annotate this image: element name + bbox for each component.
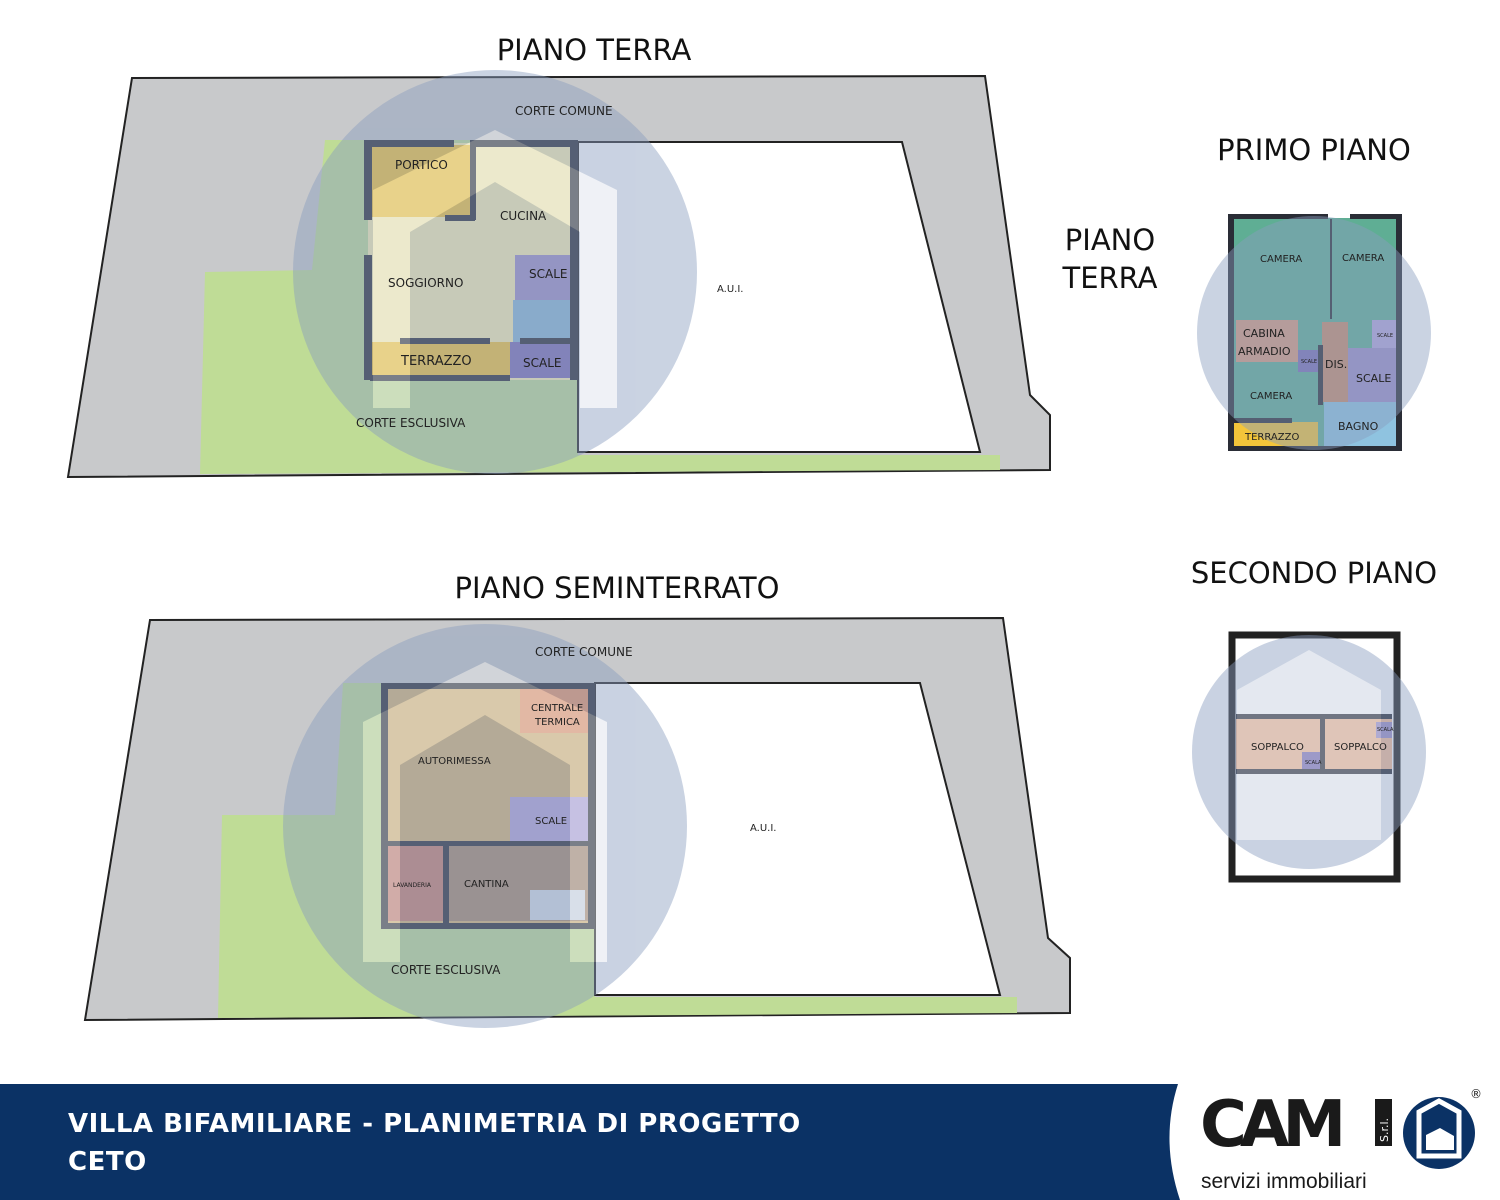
label-scale: SCALE	[529, 267, 567, 281]
plan-piano-terra: PIANO TERRA PORTICO CUCINA SOGGIORNO SCA…	[66, 33, 1051, 479]
watermark-logo	[293, 70, 697, 474]
label-scale: SCALE	[535, 816, 567, 827]
label-corte-comune: CORTE COMUNE	[535, 645, 633, 659]
logo-tagline: servizi immobiliari	[1201, 1170, 1367, 1193]
label-dis: DIS.	[1325, 358, 1347, 371]
footer-banner: VILLA BIFAMILIARE - PLANIMETRIA DI PROGE…	[0, 1084, 1180, 1200]
room-bagno	[513, 300, 570, 342]
label-portico: PORTICO	[395, 158, 448, 172]
label-cucina: CUCINA	[500, 209, 547, 223]
label-autorimessa: AUTORIMESSA	[418, 756, 491, 767]
label-centrale: CENTRALE	[531, 703, 583, 714]
label-soggiorno: SOGGIORNO	[388, 276, 463, 290]
label-aui: A.U.I.	[750, 823, 776, 834]
label-aui: A.U.I.	[717, 284, 743, 295]
title-piano-seminterrato: PIANO SEMINTERRATO	[455, 571, 780, 605]
title-piano-terra-side-2: TERRA	[1061, 261, 1157, 295]
label-camera-1: CAMERA	[1260, 254, 1302, 265]
label-corte-esclusiva: CORTE ESCLUSIVA	[356, 416, 466, 430]
logo-registered: ®	[1470, 1087, 1482, 1101]
plan-piano-seminterrato: PIANO SEMINTERRATO CENTRALE TERMICA AUTO…	[83, 571, 1071, 1028]
plan-secondo-piano: SECONDO PIANO SOPPALCO SOPPALCO SCALA SC…	[1191, 556, 1437, 883]
label-scala-1: SCALA	[1305, 760, 1322, 766]
label-scale-small: SCALE	[1301, 359, 1317, 365]
room-portico	[370, 145, 470, 217]
label-bagno: BAGNO	[1338, 420, 1379, 433]
title-primo-piano: PRIMO PIANO	[1217, 133, 1411, 167]
label-corte-comune: CORTE COMUNE	[515, 104, 613, 118]
room-terrazzo	[370, 342, 510, 378]
label-armadio: ARMADIO	[1238, 345, 1291, 358]
label-lavanderia: LAVANDERIA	[393, 882, 432, 889]
label-scale-tiny: SCALE	[1377, 333, 1393, 339]
label-cantina: CANTINA	[464, 879, 509, 890]
room-scale	[515, 255, 570, 300]
label-camera-2: CAMERA	[1342, 253, 1384, 264]
footer-title: VILLA BIFAMILIARE - PLANIMETRIA DI PROGE…	[68, 1109, 801, 1139]
room-scale-2	[510, 342, 570, 378]
title-piano-terra-side-1: PIANO	[1065, 223, 1155, 257]
label-soppalco-2: SOPPALCO	[1334, 742, 1387, 753]
cam-logo: CAM S.r.l. servizi immobiliari ®	[1200, 1087, 1482, 1193]
footer-location: CETO	[68, 1147, 147, 1177]
plan-primo-piano: PRIMO PIANO CAMERA CAMERA CABINA ARMADIO…	[1197, 133, 1431, 451]
label-terrazzo: TERRAZZO	[400, 354, 472, 369]
label-termica: TERMICA	[534, 717, 580, 728]
title-piano-terra: PIANO TERRA	[497, 33, 692, 67]
label-scale: SCALE	[1356, 372, 1391, 385]
label-corte-esclusiva: CORTE ESCLUSIVA	[391, 963, 501, 977]
label-camera-3: CAMERA	[1250, 391, 1292, 402]
logo-text: CAM	[1200, 1088, 1341, 1162]
label-scale-2: SCALE	[523, 356, 561, 370]
label-cabina: CABINA	[1243, 327, 1285, 340]
walls	[364, 140, 578, 381]
label-scala-2: SCALA	[1377, 727, 1394, 733]
logo-srl: S.r.l.	[1378, 1118, 1391, 1142]
label-soppalco-1: SOPPALCO	[1251, 742, 1304, 753]
title-secondo-piano: SECONDO PIANO	[1191, 556, 1437, 590]
label-terrazzo: TERRAZZO	[1244, 432, 1299, 443]
